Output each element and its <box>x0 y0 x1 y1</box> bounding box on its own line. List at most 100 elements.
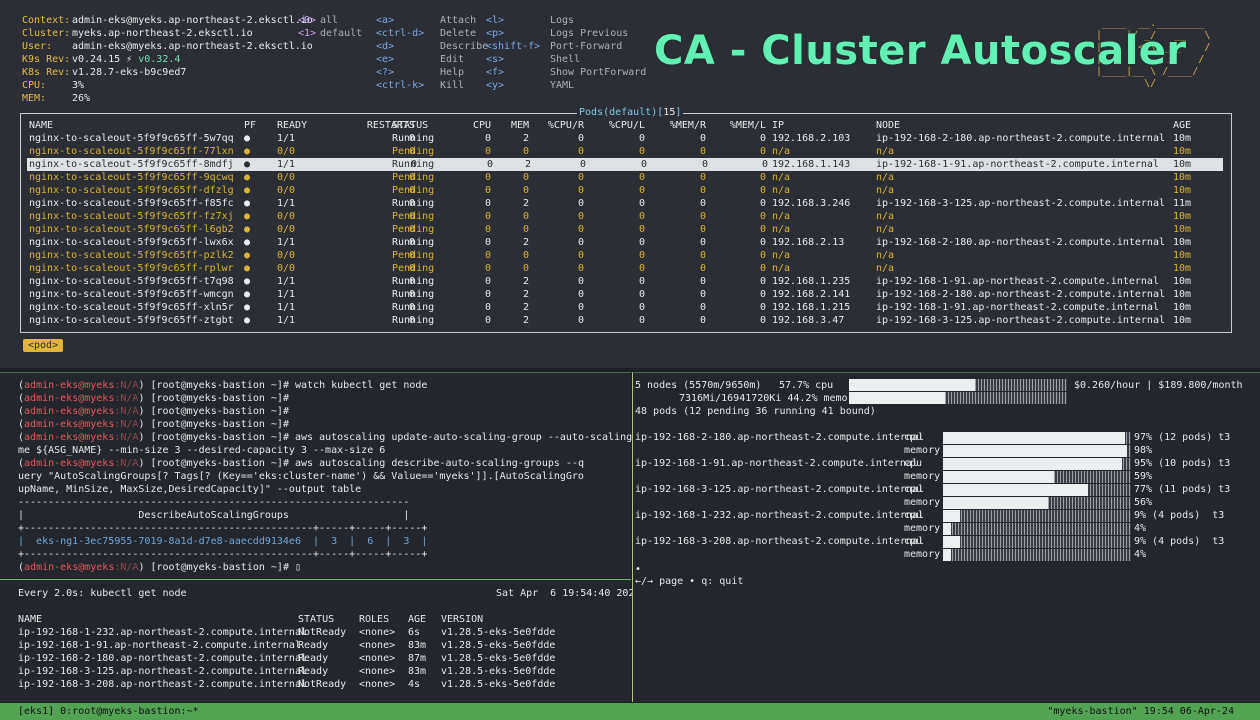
pod-cpu: 0 <box>484 276 491 287</box>
shortcut-key: <s> <box>486 54 505 65</box>
shortcut-key: <f> <box>486 67 505 78</box>
cpu-label: cpu <box>904 510 923 521</box>
pod-mem: 2 <box>522 315 529 326</box>
column-header[interactable]: MEM <box>510 120 529 131</box>
column-header[interactable]: STATUS <box>392 120 429 131</box>
info-value-text: admin-eks@myeks.ap-northeast-2.eksctl.io <box>72 15 313 26</box>
shortcut-label: Edit <box>440 54 465 65</box>
pod-cpur: 0 <box>577 146 584 157</box>
pod-status: Pending <box>392 263 435 274</box>
pod-node: n/a <box>876 185 895 196</box>
shortcut-item[interactable]: <shift-f>Port-Forward <box>486 40 646 53</box>
prompt-context: admin-eks@myeks <box>24 393 115 404</box>
pod-mem: 0 <box>522 146 529 157</box>
shortcut-item[interactable]: <a>Attach <box>376 14 488 27</box>
node-name: ip-192-168-3-208.ap-northeast-2.compute.… <box>635 536 924 547</box>
eks-node-viewer-pane[interactable]: 5 nodes (5570m/9650m) 57.7% cpu $0.260/h… <box>632 372 1260 702</box>
node-cell: <none> <box>359 640 396 651</box>
shortcut-item[interactable]: <ctrl-k>Kill <box>376 79 488 92</box>
pod-node: ip-192-168-2-180.ap-northeast-2.compute.… <box>876 289 1165 300</box>
shortcut-label: Port-Forward <box>550 41 623 52</box>
shortcut-item[interactable]: <p>Logs Previous <box>486 27 646 40</box>
column-header[interactable]: %MEM/L <box>729 120 766 131</box>
shortcut-item[interactable]: <f>Show PortForward <box>486 66 646 79</box>
column-header[interactable]: IP <box>772 120 785 131</box>
shortcut-item[interactable]: <?>Help <box>376 66 488 79</box>
pod-cpu: 0 <box>484 172 491 183</box>
column-header[interactable]: RESTARTS <box>366 120 415 131</box>
pod-name: nginx-to-scaleout-5f9f9c65ff-pzlk2 <box>29 250 234 261</box>
pod-cpu: 0 <box>486 159 493 170</box>
shortcut-item[interactable]: <l>Logs <box>486 14 646 27</box>
pod-status: Running <box>392 237 435 248</box>
pod-name: nginx-to-scaleout-5f9f9c65ff-rplwr <box>29 263 234 274</box>
node-cell: 6s <box>408 627 421 638</box>
node-cpu-bar-fill <box>943 432 1125 444</box>
node-cell: Ready <box>298 666 329 677</box>
namespace-shortcut[interactable]: <0>all <box>298 14 362 27</box>
node-memory-text: 4% <box>1134 523 1147 534</box>
pod-ip: n/a <box>772 172 791 183</box>
pod-pf: ● <box>244 185 251 196</box>
info-value: v0.24.15 ⚡ v0.32.4 <box>72 53 180 66</box>
pod-mem: 0 <box>522 224 529 235</box>
shortcut-item[interactable]: <y>YAML <box>486 79 646 92</box>
node-memory-text: 4% <box>1134 549 1147 560</box>
pod-ip: 192.168.2.103 <box>772 133 851 144</box>
tmux-window-list[interactable]: [eks1] 0:root@myeks-bastion:~* <box>18 706 199 717</box>
breadcrumb-pod[interactable]: <pod> <box>23 339 64 352</box>
shortcut-item[interactable]: <s>Shell <box>486 53 646 66</box>
command-text: watch kubectl get node <box>294 380 428 391</box>
column-header[interactable]: PF <box>244 120 257 131</box>
pod-restarts: 0 <box>408 172 415 183</box>
column-header[interactable]: %MEM/R <box>669 120 706 131</box>
shortcut-item[interactable]: <d>Describe <box>376 40 488 53</box>
shortcut-key: <?> <box>376 67 395 78</box>
command-text: ----------------------------------------… <box>18 497 410 508</box>
watch-pane[interactable]: Every 2.0s: kubectl get node Sat Apr 6 1… <box>0 579 641 702</box>
info-row: K9s Rev:v0.24.15 ⚡ v0.32.4 <box>22 53 313 66</box>
namespace-shortcut[interactable]: <1>default <box>298 27 362 40</box>
pod-age: 11m <box>1173 198 1192 209</box>
prompt-context: admin-eks@myeks <box>24 562 115 573</box>
pod-meml: 0 <box>759 237 766 248</box>
column-header[interactable]: %CPU/L <box>608 120 645 131</box>
node-name: ip-192-168-2-180.ap-northeast-2.compute.… <box>635 432 924 443</box>
info-value-text: 3% <box>72 80 85 91</box>
column-header[interactable]: CPU <box>472 120 491 131</box>
pod-cpul: 0 <box>638 302 645 313</box>
pod-cpu: 0 <box>484 237 491 248</box>
shortcut-item[interactable]: <e>Edit <box>376 53 488 66</box>
terminal-pane-left[interactable]: (admin-eks@myeks:N/A) [root@myeks-bastio… <box>0 372 686 578</box>
column-header[interactable]: %CPU/R <box>547 120 584 131</box>
node-cell: <none> <box>359 679 396 690</box>
pod-cpul: 0 <box>638 172 645 183</box>
node-cell: Ready <box>298 640 329 651</box>
column-header[interactable]: READY <box>277 120 308 131</box>
command-text: upName, MinSize, MaxSize,DesiredCapacity… <box>18 484 362 495</box>
column-header[interactable]: AGE <box>1173 120 1192 131</box>
column-header[interactable]: NODE <box>876 120 901 131</box>
shortcut-item[interactable]: <ctrl-d>Delete <box>376 27 488 40</box>
pod-cpu: 0 <box>484 224 491 235</box>
pod-name: nginx-to-scaleout-5f9f9c65ff-9qcwq <box>29 172 234 183</box>
node-column-header: ROLES <box>359 614 390 625</box>
column-header[interactable]: NAME <box>29 120 54 131</box>
summary-cpu-bar-fill <box>849 379 975 391</box>
terminal-line: (admin-eks@myeks:N/A) [root@myeks-bastio… <box>18 432 687 443</box>
